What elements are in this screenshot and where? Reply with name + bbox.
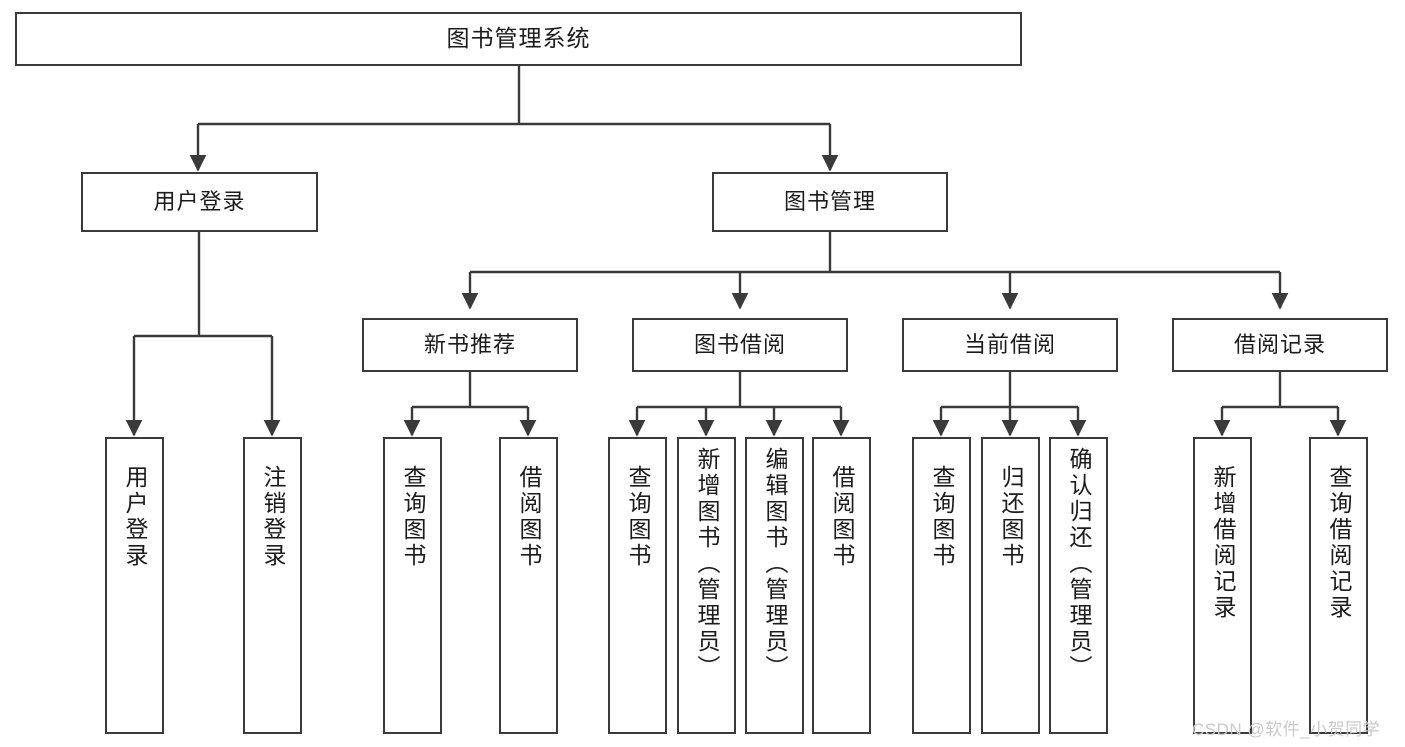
csdn-watermark: CSDN @软件_小贺同学	[1192, 720, 1381, 739]
node-label: 借阅图书	[829, 465, 855, 569]
leaf-current-borrow-return[interactable]: 归还图书	[981, 437, 1040, 734]
node-borrow-record[interactable]: 借阅记录	[1172, 318, 1388, 372]
node-label: 图书管理	[783, 188, 876, 214]
node-label: 图书管理系统	[446, 25, 591, 52]
node-user-login[interactable]: 用户登录	[81, 172, 318, 232]
leaf-user-login-logout[interactable]: 注销登录	[243, 437, 302, 734]
leaf-user-login-login[interactable]: 用户登录	[105, 437, 164, 734]
leaf-new-book-borrow[interactable]: 借阅图书	[499, 437, 558, 734]
node-label: 新增借阅记录	[1210, 465, 1236, 621]
node-label: 新书推荐	[423, 331, 516, 357]
leaf-book-borrow-query[interactable]: 查询图书	[608, 437, 667, 734]
leaf-current-borrow-query[interactable]: 查询图书	[912, 437, 971, 734]
node-label: 注销登录	[260, 465, 286, 569]
node-label: 查询图书	[400, 465, 426, 569]
node-label: 用户登录	[122, 465, 148, 569]
node-label: 借阅记录	[1233, 331, 1326, 357]
node-label: 借阅图书	[516, 465, 542, 569]
node-book-management[interactable]: 图书管理	[712, 172, 948, 232]
node-label: 编辑图书（管理员）	[762, 447, 788, 681]
node-label: 新增图书（管理员）	[694, 447, 720, 681]
node-current-borrow[interactable]: 当前借阅	[902, 318, 1118, 372]
leaf-book-borrow-edit[interactable]: 编辑图书（管理员）	[745, 437, 804, 734]
node-label: 查询图书	[625, 465, 651, 569]
node-label: 用户登录	[153, 188, 246, 214]
node-label: 查询图书	[929, 465, 955, 569]
node-new-book-recommend[interactable]: 新书推荐	[362, 318, 578, 372]
leaf-book-borrow-add[interactable]: 新增图书（管理员）	[677, 437, 736, 734]
leaf-new-book-query[interactable]: 查询图书	[383, 437, 442, 734]
leaf-book-borrow-borrow[interactable]: 借阅图书	[812, 437, 871, 734]
node-root-book-management-system[interactable]: 图书管理系统	[15, 12, 1022, 66]
node-label: 图书借阅	[693, 331, 786, 357]
node-label: 归还图书	[998, 465, 1024, 569]
leaf-borrow-record-add[interactable]: 新增借阅记录	[1193, 437, 1252, 734]
node-book-borrow[interactable]: 图书借阅	[632, 318, 848, 372]
node-label: 当前借阅	[963, 331, 1056, 357]
node-label: 查询借阅记录	[1326, 465, 1352, 621]
leaf-current-borrow-confirm-return[interactable]: 确认归还（管理员）	[1049, 437, 1108, 734]
leaf-borrow-record-query[interactable]: 查询借阅记录	[1309, 437, 1368, 734]
node-label: 确认归还（管理员）	[1066, 447, 1092, 681]
